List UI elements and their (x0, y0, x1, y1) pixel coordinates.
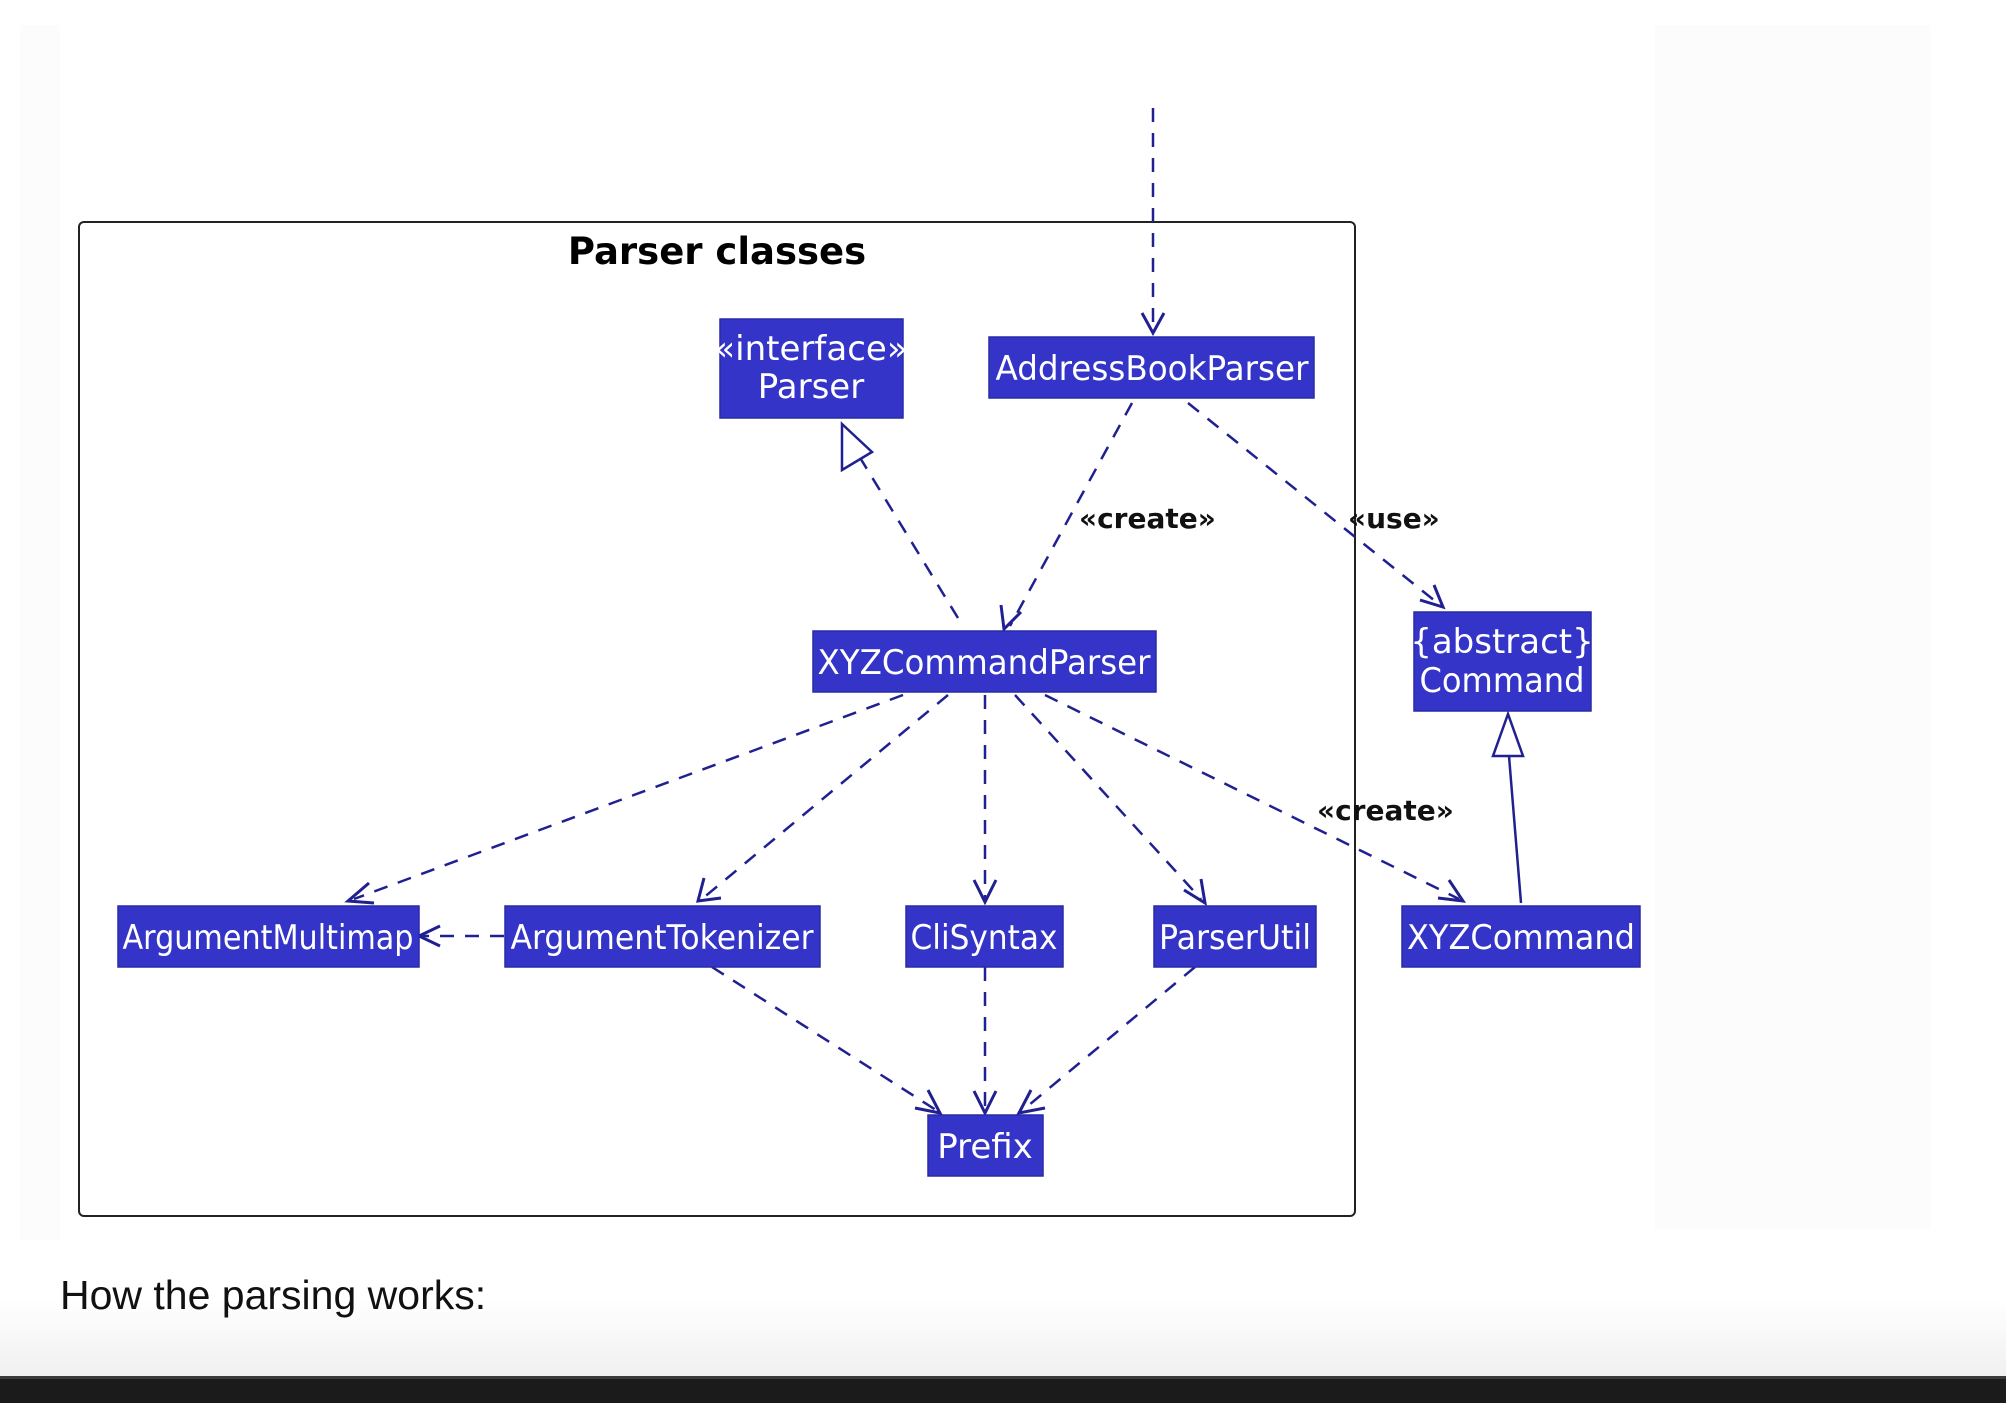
parser-interface-stereotype: «interface» (714, 329, 907, 369)
prefix-name: Prefix (937, 1127, 1033, 1167)
parser-interface-name: Parser (758, 367, 864, 407)
label-create-command: «create» (1317, 794, 1454, 827)
arrowhead-tokenizer-from-xyzparser (695, 877, 722, 903)
edge-abp-to-command (1187, 402, 1441, 606)
label-create-parser: «create» (1079, 502, 1216, 535)
clisyntax-name: CliSyntax (911, 918, 1058, 958)
arrowhead-clisyntax (972, 879, 998, 906)
package-title: Parser classes (568, 230, 866, 273)
arrowhead-use-command (1419, 584, 1446, 610)
edge-abp-to-xyzcommandparser (1008, 402, 1134, 627)
class-argumenttokenizer: ArgumentTokenizer (504, 905, 821, 968)
edge-xyzparser-to-parserutil (1014, 694, 1202, 900)
command-stereotype: {abstract} (1410, 622, 1594, 662)
edge-xyzparser-to-argumentmultimap (353, 693, 904, 901)
arrowhead-create-xyzcommand (1437, 879, 1467, 903)
section-caption: How the parsing works: (60, 1272, 487, 1318)
arrowhead-create-parser (999, 604, 1023, 633)
arrowhead-generalization-command (1491, 710, 1525, 758)
edge-xyzparser-to-argumenttokenizer (701, 694, 949, 900)
edge-parserutil-to-prefix (1022, 966, 1196, 1111)
class-xyzcommandparser: XYZCommandParser (812, 630, 1157, 693)
arrowhead-prefix-from-tokenizer (914, 1089, 943, 1116)
arrowhead-multimap-from-xyzparser (344, 881, 375, 905)
bottom-fade (0, 1300, 2006, 1376)
class-prefix: Prefix (927, 1114, 1044, 1177)
class-argumentmultimap: ArgumentMultimap (117, 905, 420, 968)
xyzcommandparser-name: XYZCommandParser (818, 643, 1151, 683)
addressbookparser-name: AddressBookParser (996, 349, 1309, 389)
package-frame (78, 221, 1356, 1217)
class-xyzcommand: XYZCommand (1401, 905, 1641, 968)
arrowhead-entry (1140, 312, 1166, 337)
class-command: {abstract} Command (1410, 611, 1594, 712)
class-clisyntax: CliSyntax (905, 905, 1064, 968)
class-diagram: Parser classes «create» «use» (78, 108, 1641, 1217)
diagram-background-left (20, 25, 60, 1240)
parserutil-name: ParserUtil (1159, 918, 1311, 958)
xyzcommand-name: XYZCommand (1407, 918, 1635, 958)
edge-xyzparser-to-parser-interface (846, 437, 960, 619)
bottom-bar (0, 1376, 2006, 1403)
arrowhead-prefix-from-parserutil (1016, 1089, 1046, 1116)
edge-xyzcommand-to-command (1507, 755, 1523, 904)
arrowhead-realization-parser (840, 421, 875, 473)
class-parserutil: ParserUtil (1153, 905, 1317, 968)
class-addressbookparser: AddressBookParser (988, 336, 1315, 399)
command-name: Command (1420, 661, 1585, 701)
arrowhead-parserutil (1183, 878, 1208, 907)
edge-tokenizer-to-prefix (711, 965, 937, 1112)
arrowhead-multimap-from-tokenizer (415, 924, 441, 948)
argumenttokenizer-name: ArgumentTokenizer (511, 918, 814, 958)
arrowhead-prefix-from-clisyntax (972, 1090, 998, 1117)
diagram-background-right (1655, 25, 1930, 1230)
edge-xyzparser-to-xyzcommand (1044, 693, 1460, 901)
class-parser-interface: «interface» Parser (714, 318, 908, 419)
label-use-command: «use» (1348, 502, 1440, 535)
argumentmultimap-name: ArgumentMultimap (123, 918, 414, 958)
